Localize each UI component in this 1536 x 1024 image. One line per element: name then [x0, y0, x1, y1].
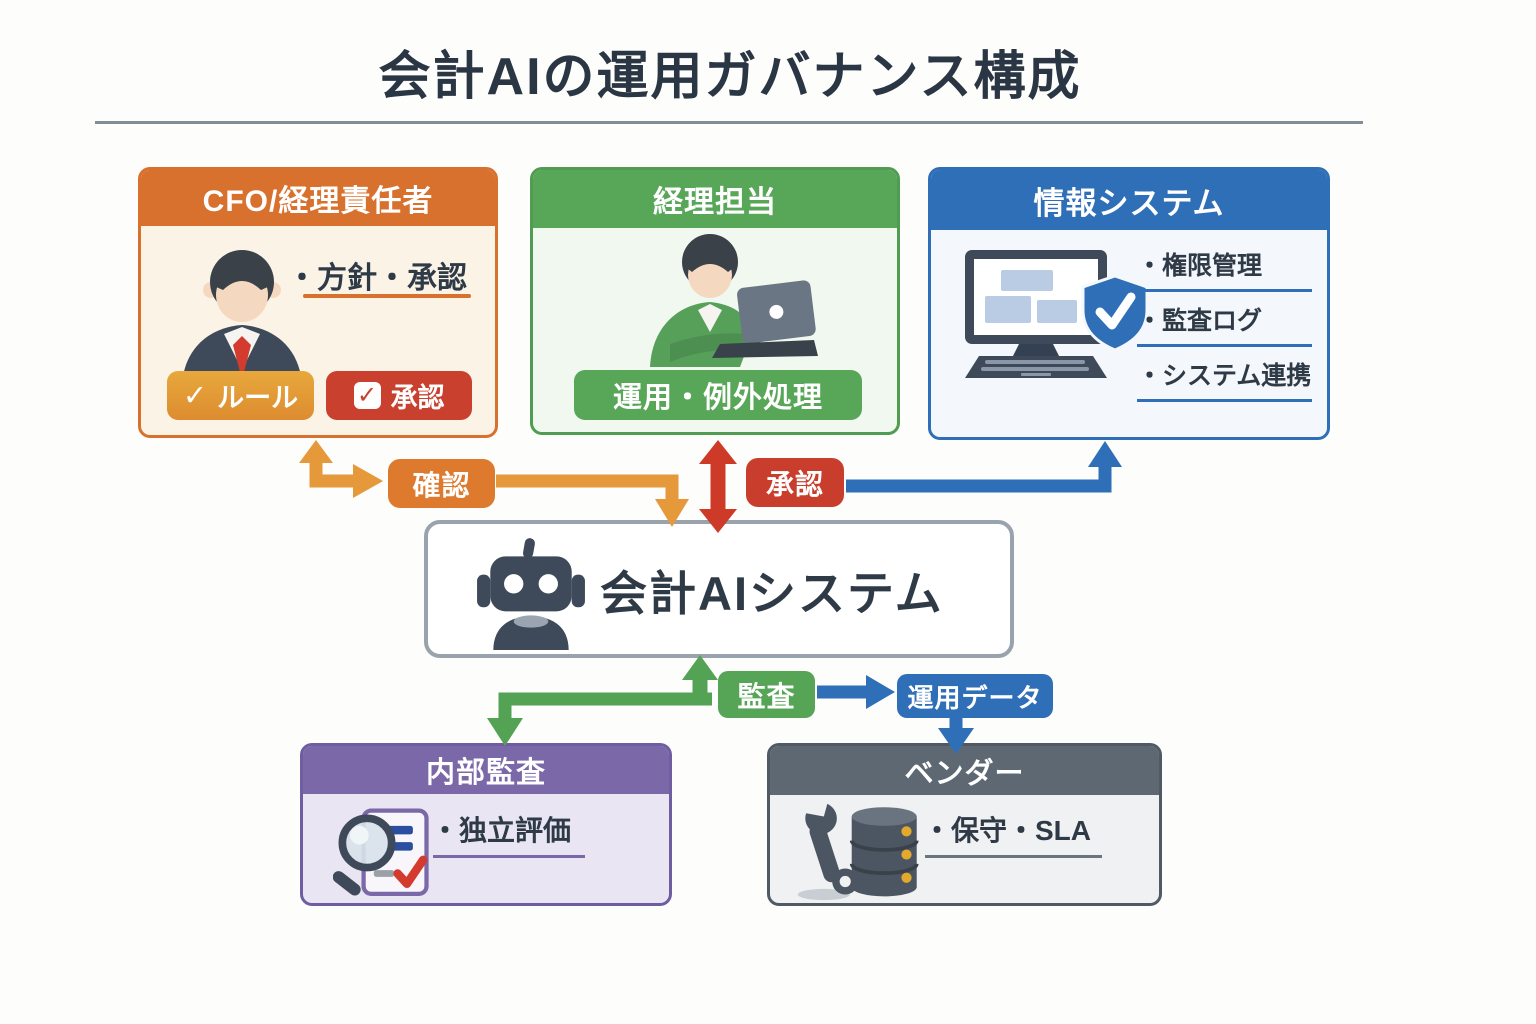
audit-to-internal-audit-arrow [487, 692, 712, 746]
accounting-box-title: 経理担当 [533, 170, 897, 228]
page-title: 会計AIの運用ガバナンス構成 [378, 48, 1082, 106]
ai-system-box: 会計AIシステム [424, 520, 1014, 658]
approval-badge-label: 承認 [390, 383, 445, 413]
vendor-note: ・保守・SLA [923, 815, 1092, 846]
vendor-box: ベンダー ・保守・SLA [767, 743, 1162, 906]
approval-badge: ✓ 承認 [326, 371, 472, 420]
ai-system-label: 会計AIシステム [600, 566, 944, 620]
infosys-bullet-audit-log: ・監査ログ [1137, 301, 1312, 347]
cfo-box-title: CFO/経理責任者 [141, 170, 495, 226]
cfo-badges: ✓ ルール ✓ 承認 [167, 371, 472, 420]
rule-badge-label: ルール [217, 383, 299, 413]
confirm-connector-badge: 確認 [388, 459, 495, 508]
infosys-box-title: 情報システム [931, 170, 1327, 230]
cfo-note-underline [303, 294, 471, 298]
cfo-note: ・方針・承認 [287, 262, 467, 295]
magnifier-document-icon [332, 802, 435, 903]
audit-connector-badge: 監査 [718, 671, 815, 718]
internal-audit-underline [433, 855, 585, 858]
infosys-box: 情報システム ・権限管理 ・監査ログ ・シ [928, 167, 1330, 440]
ai-to-opsdata-arrow [817, 675, 895, 709]
internal-audit-note: ・独立評価 [431, 815, 572, 846]
infosys-bullet-permissions: ・権限管理 [1137, 246, 1312, 292]
computer-shield-icon [957, 246, 1153, 397]
rule-badge: ✓ ルール [167, 371, 314, 420]
infosys-bullet-integration: ・システム連携 [1137, 356, 1312, 402]
accountant-laptop-icon [628, 232, 818, 372]
audit-to-ai-arrow [682, 655, 718, 700]
cfo-box: CFO/経理責任者 ・方針・承認 ✓ ルール ✓ 承認 [138, 167, 498, 438]
check-icon: ✓ [182, 380, 208, 412]
title-divider [95, 121, 1363, 124]
vendor-box-title: ベンダー [770, 746, 1159, 795]
robot-icon [474, 536, 588, 654]
executive-person-icon [167, 234, 317, 389]
approve-connector-badge: 承認 [746, 458, 844, 507]
internal-audit-box-title: 内部監査 [303, 746, 669, 794]
vendor-note-underline [925, 855, 1102, 858]
wrench-database-icon [796, 796, 926, 903]
approve-to-infosys-arrow [846, 441, 1122, 493]
opsdata-connector-badge: 運用データ [897, 674, 1053, 718]
accounting-box: 経理担当 運用・例外処理 [530, 167, 900, 435]
cfo-confirm-arrow [299, 440, 383, 498]
internal-audit-box: 内部監査 ・独立評価 [300, 743, 672, 906]
infosys-bullet-list: ・権限管理 ・監査ログ ・システム連携 [1137, 246, 1312, 411]
checkbox-icon: ✓ [353, 382, 381, 409]
accounting-role-badge: 運用・例外処理 [574, 370, 862, 420]
